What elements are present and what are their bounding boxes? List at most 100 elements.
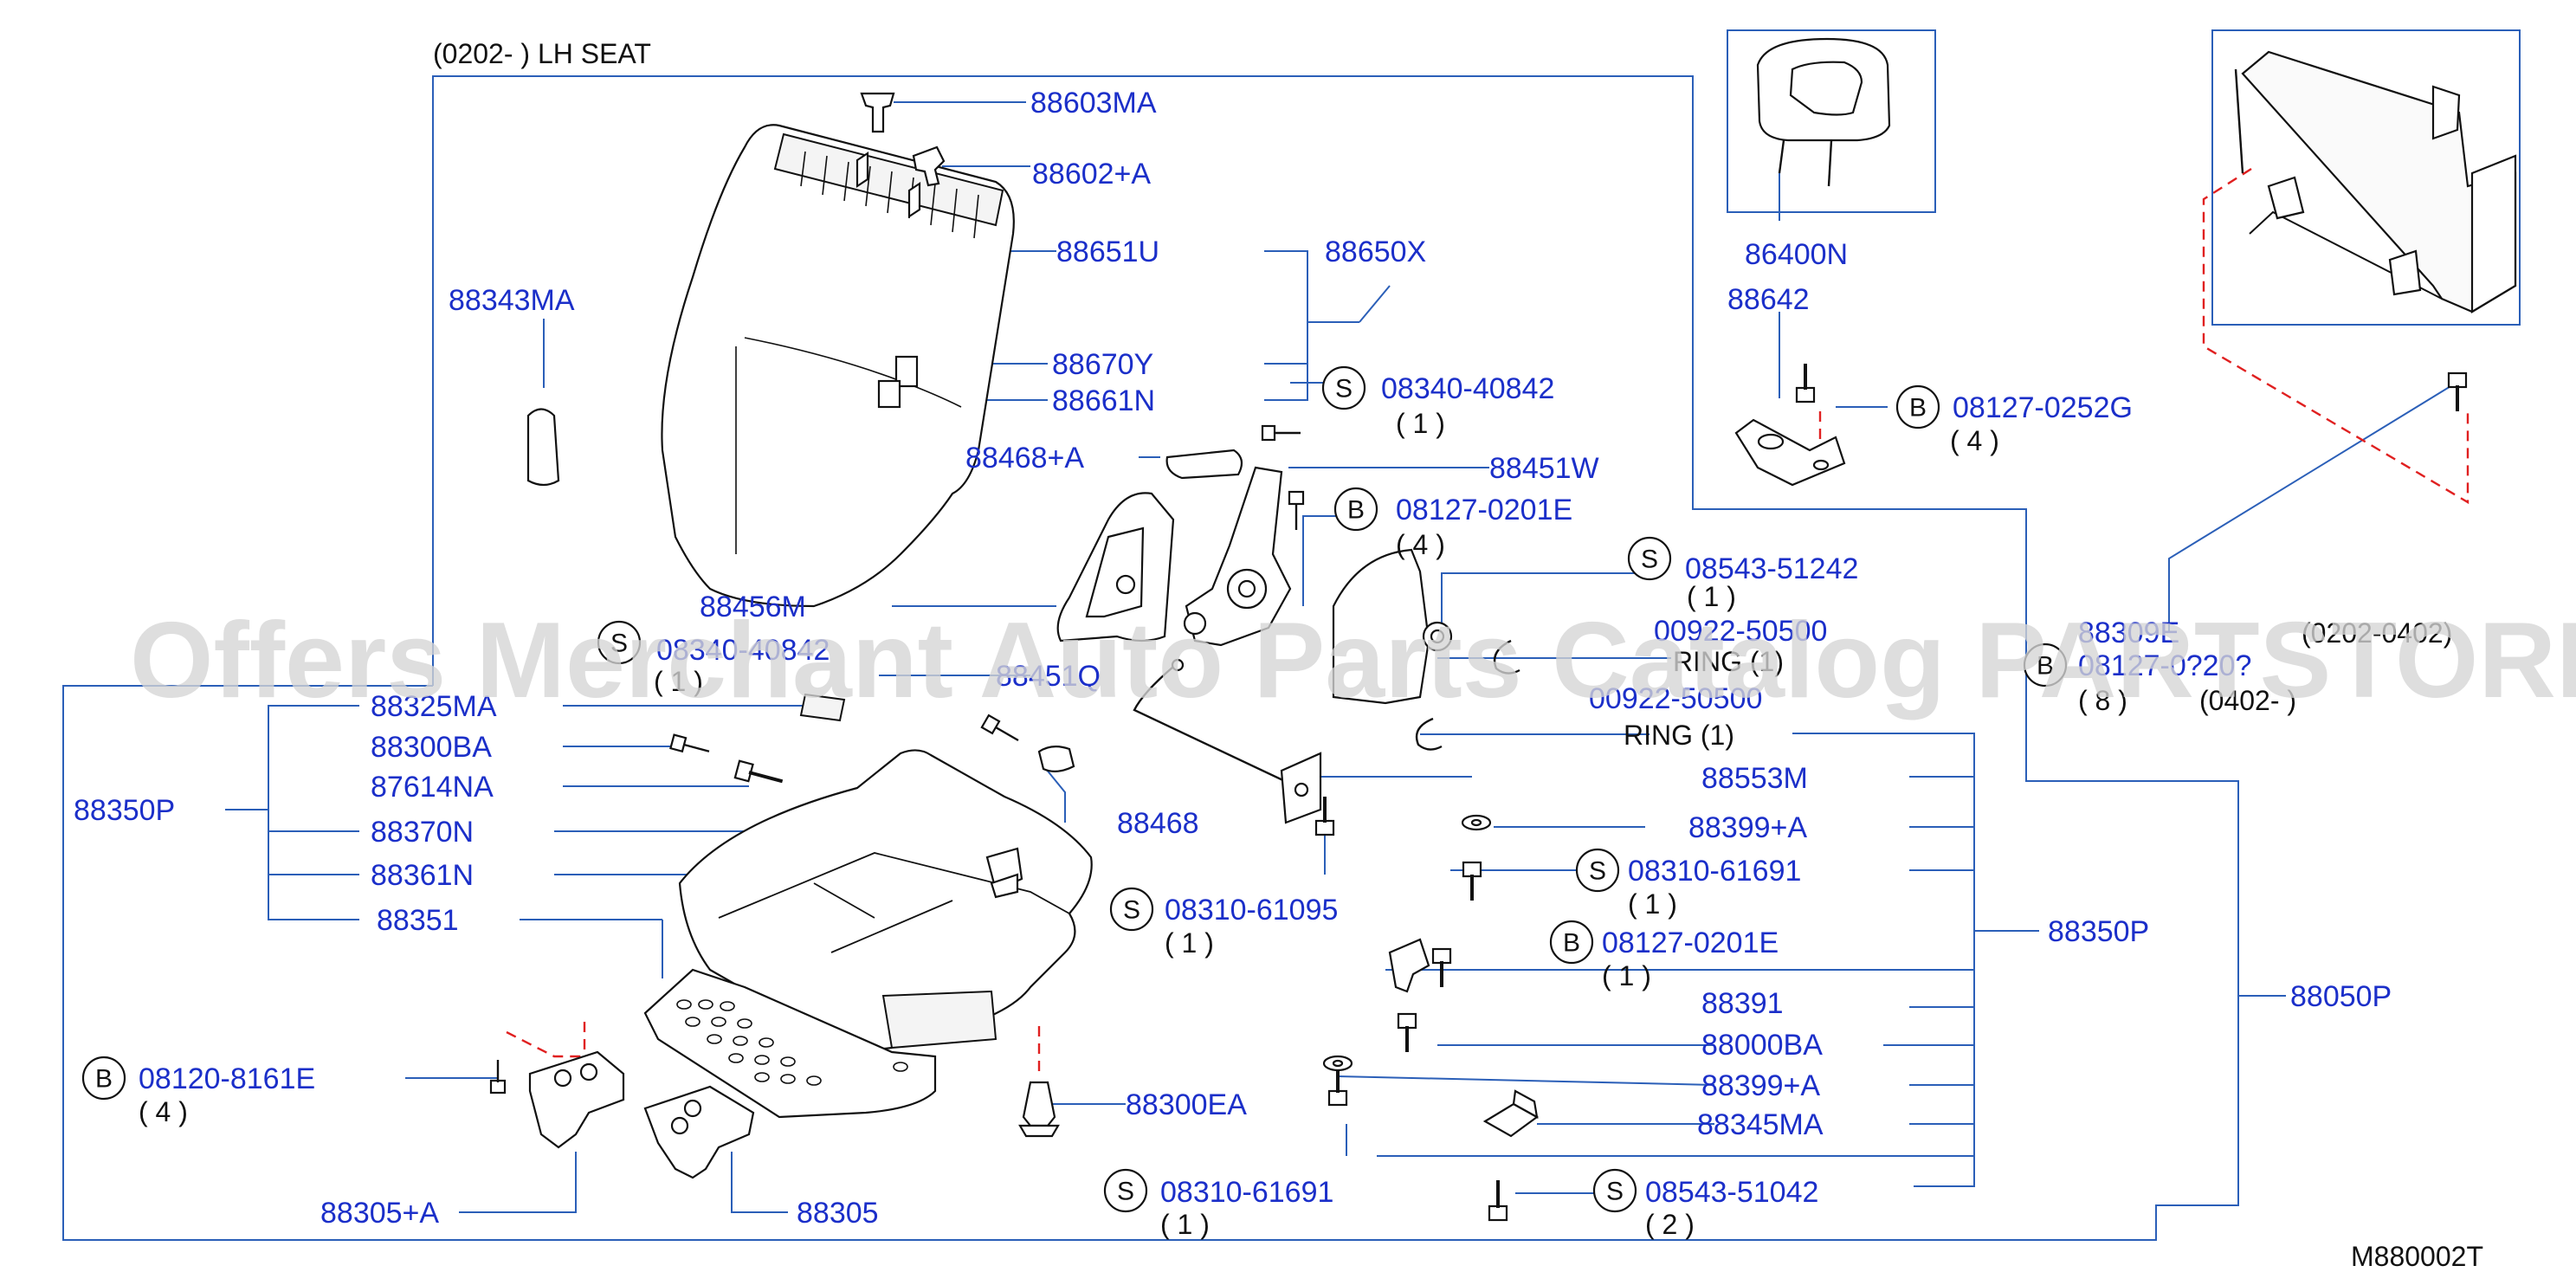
- label-08127-0-20[interactable]: 08127-0?20?: [2078, 649, 2251, 682]
- label-88309E[interactable]: 88309E: [2078, 617, 2179, 649]
- s-symbol-icon: S: [1575, 848, 1620, 893]
- qty-08127-0201E-2: ( 1 ): [1602, 960, 1651, 991]
- label-00922-50500-a[interactable]: 00922-50500: [1654, 615, 1827, 648]
- label-08543-51042[interactable]: 08543-51042: [1645, 1176, 1818, 1209]
- qty-08120-8161E: ( 4 ): [139, 1096, 188, 1127]
- dashed-lines: [506, 167, 2469, 1074]
- label-88399A-2[interactable]: 88399+A: [1701, 1069, 1820, 1102]
- label-88361N[interactable]: 88361N: [371, 859, 474, 892]
- ring-a: RING (1): [1673, 646, 1784, 677]
- label-08120-8161E[interactable]: 08120-8161E: [139, 1062, 315, 1095]
- clip-88300EA: [1018, 1081, 1060, 1138]
- svg-text:B: B: [95, 1065, 113, 1094]
- qty-08340-40842: ( 1 ): [1396, 408, 1445, 439]
- label-88642[interactable]: 88642: [1727, 283, 1810, 316]
- ring-00922-upper: [1493, 639, 1520, 675]
- qty-08310-61691-b: ( 1 ): [1628, 888, 1677, 920]
- symbols: S B S S S S B S S B B B: [81, 365, 2068, 1213]
- bracket-88350P-right: [1377, 733, 2039, 1187]
- label-08340-40842-b[interactable]: 08340-40842: [656, 634, 830, 667]
- label-88391[interactable]: 88391: [1701, 987, 1784, 1020]
- clip-88345MA: [1482, 1089, 1540, 1138]
- note-0402: (0402- ): [2199, 685, 2296, 716]
- label-88468[interactable]: 88468: [1117, 807, 1199, 840]
- label-88468A[interactable]: 88468+A: [965, 442, 1084, 475]
- qty-08543-51042: ( 2 ): [1645, 1209, 1695, 1240]
- leader-lines: [405, 101, 2460, 1213]
- b-symbol-icon: B: [1549, 920, 1594, 965]
- label-08127-0201E[interactable]: 08127-0201E: [1396, 494, 1572, 526]
- label-88399A-1[interactable]: 88399+A: [1688, 811, 1807, 844]
- label-88602A[interactable]: 88602+A: [1032, 158, 1151, 190]
- block-88305: [643, 1085, 755, 1179]
- label-08310-61691-c[interactable]: 08310-61691: [1160, 1176, 1333, 1209]
- svg-text:B: B: [2037, 652, 2054, 681]
- cable: [1133, 658, 1308, 785]
- svg-text:S: S: [1335, 375, 1353, 404]
- cushion-illustration: [643, 749, 1093, 1119]
- label-08543-51242[interactable]: 08543-51242: [1685, 552, 1858, 585]
- knob-88343MA: [526, 408, 560, 487]
- label-88603MA[interactable]: 88603MA: [1030, 87, 1157, 119]
- label-88305[interactable]: 88305: [797, 1197, 879, 1230]
- label-88456M[interactable]: 88456M: [700, 591, 806, 623]
- label-86400N[interactable]: 86400N: [1745, 238, 1848, 271]
- label-08127-0252G[interactable]: 08127-0252G: [1953, 391, 2133, 424]
- detail-box: [2211, 29, 2521, 326]
- guide-88602A: [912, 145, 946, 187]
- b-symbol-icon: B: [81, 1056, 126, 1101]
- label-88300EA[interactable]: 88300EA: [1126, 1088, 1247, 1121]
- bracket-88642: [1734, 418, 1846, 487]
- label-88651U[interactable]: 88651U: [1056, 236, 1159, 268]
- bolts: [489, 364, 2468, 1222]
- label-88325MA[interactable]: 88325MA: [371, 690, 497, 723]
- s-symbol-icon: S: [1592, 1168, 1637, 1213]
- label-00922-50500-b[interactable]: 00922-50500: [1589, 682, 1762, 715]
- s-symbol-icon: S: [1103, 1168, 1148, 1213]
- svg-text:B: B: [1347, 496, 1365, 525]
- label-88553M[interactable]: 88553M: [1701, 762, 1808, 795]
- label-88305A[interactable]: 88305+A: [320, 1197, 439, 1230]
- svg-text:S: S: [1123, 896, 1140, 925]
- svg-text:B: B: [1563, 929, 1580, 958]
- label-88661N[interactable]: 88661N: [1052, 384, 1155, 417]
- label-88300BA[interactable]: 88300BA: [371, 731, 492, 764]
- qty-08310-61095: ( 1 ): [1165, 927, 1214, 959]
- label-88350P-left[interactable]: 88350P: [74, 794, 175, 827]
- label-88650X[interactable]: 88650X: [1325, 236, 1426, 268]
- bracket-88650X: [1264, 250, 1391, 401]
- knob-88468A: [1165, 449, 1243, 480]
- label-88050P[interactable]: 88050P: [2290, 980, 2392, 1013]
- label-08127-0201E-2[interactable]: 08127-0201E: [1602, 927, 1779, 959]
- lever-88451W: [1183, 466, 1292, 647]
- block-88305A: [528, 1050, 625, 1149]
- label-88451W[interactable]: 88451W: [1489, 452, 1599, 485]
- svg-text:S: S: [1117, 1178, 1134, 1206]
- label-08310-61095[interactable]: 08310-61095: [1165, 894, 1338, 927]
- svg-text:S: S: [1589, 857, 1606, 886]
- label-88000BA[interactable]: 88000BA: [1701, 1029, 1823, 1062]
- recliner-88456M: [1056, 492, 1175, 642]
- b-symbol-icon: B: [1333, 487, 1378, 532]
- ring-00922: [1415, 717, 1443, 751]
- diagram-title: (0202- ) LH SEAT: [433, 38, 651, 69]
- s-symbol-icon: S: [1627, 536, 1672, 581]
- label-88343MA[interactable]: 88343MA: [449, 284, 575, 317]
- label-87614NA[interactable]: 87614NA: [371, 771, 494, 804]
- group-boundary: [62, 75, 2286, 1241]
- label-88351[interactable]: 88351: [377, 904, 459, 937]
- diagram-code: M880002T: [2351, 1241, 2483, 1272]
- qty-08127-0252G: ( 4 ): [1950, 425, 1999, 456]
- label-88670Y[interactable]: 88670Y: [1052, 348, 1153, 381]
- label-08310-61691-b[interactable]: 08310-61691: [1628, 855, 1801, 888]
- label-88345MA[interactable]: 88345MA: [1697, 1108, 1824, 1141]
- s-symbol-icon: S: [1321, 365, 1366, 410]
- label-08340-40842[interactable]: 08340-40842: [1381, 372, 1554, 405]
- s-symbol-icon: S: [597, 620, 642, 665]
- svg-text:S: S: [1606, 1178, 1624, 1206]
- label-88370N[interactable]: 88370N: [371, 816, 474, 849]
- label-88451Q[interactable]: 88451Q: [996, 660, 1101, 693]
- svg-text:S: S: [1641, 546, 1658, 574]
- label-88350P-right[interactable]: 88350P: [2048, 915, 2149, 948]
